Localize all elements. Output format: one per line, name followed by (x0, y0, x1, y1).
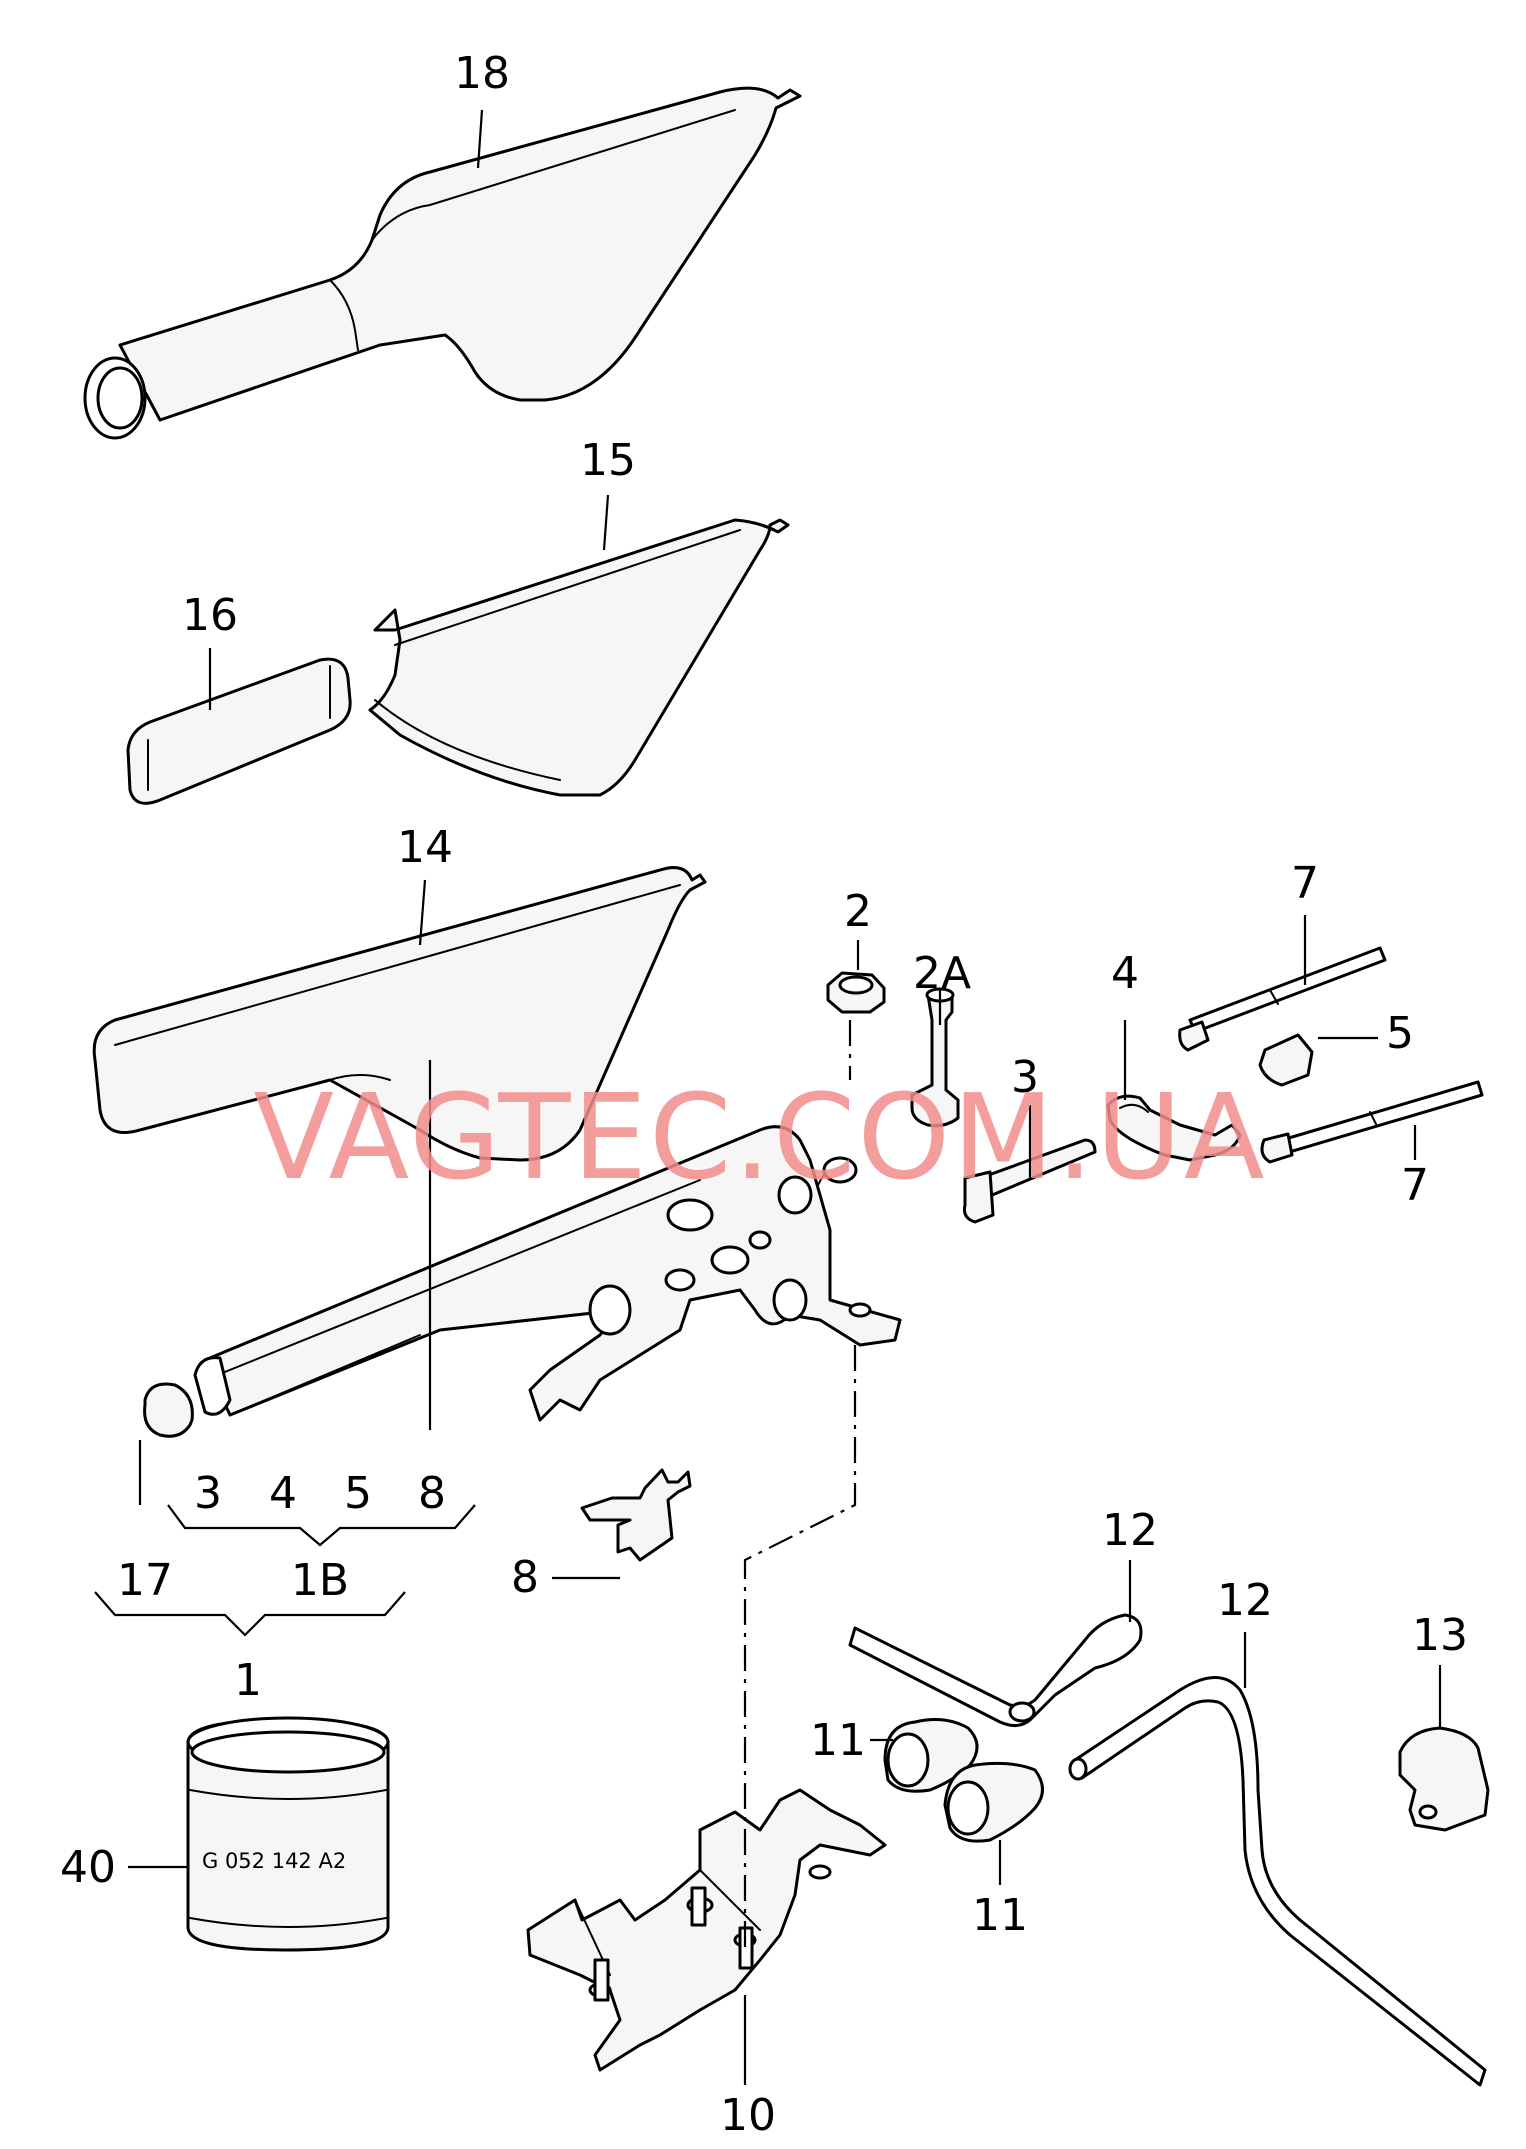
part-7-cable-lower (1260, 1080, 1484, 1164)
callout-18: 18 (454, 48, 510, 99)
part-3-pin (963, 1138, 1097, 1224)
part-18-handle-cover (83, 86, 802, 440)
part-4-equaliser (1106, 1094, 1242, 1162)
part-40-canister (186, 1716, 390, 1952)
callout-labels: 18 15 16 14 2 2A 4 7 5 3 7 3 4 5 8 17 1B… (60, 48, 1468, 2141)
callout-7-lower: 7 (1401, 1160, 1429, 1211)
part-7-cable-upper (1178, 946, 1387, 1052)
part-15-trim-cover (368, 518, 790, 797)
callout-2: 2 (844, 886, 872, 937)
part-8-lever-assembly (193, 1125, 902, 1422)
assembly-centreline (743, 1020, 857, 1950)
callout-4: 4 (1111, 948, 1139, 999)
watermark-text: VAGTEC.COM.UA (253, 1068, 1266, 1206)
callout-11-upper: 11 (810, 1715, 866, 1766)
callout-group-5: 5 (344, 1468, 372, 1519)
canister-stamp-text: G 052 142 A2 (202, 1849, 346, 1873)
callout-group-8: 8 (418, 1468, 446, 1519)
callout-8-clip: 8 (511, 1552, 539, 1603)
callout-14: 14 (397, 822, 453, 873)
part-17-end-cap (143, 1382, 194, 1438)
callout-12-left: 12 (1102, 1505, 1158, 1556)
part-11-grommet-upper (883, 1718, 979, 1793)
part-8-clip (580, 1468, 692, 1562)
callout-group-4: 4 (269, 1468, 297, 1519)
leader-lines (94, 109, 1442, 2085)
callout-40: 40 (60, 1842, 116, 1893)
callout-1b: 1B (291, 1555, 349, 1606)
callout-3: 3 (1011, 1052, 1039, 1103)
part-14-lever-cover (92, 866, 707, 1162)
part-10-bracket (526, 1788, 887, 2072)
part-2-nut (826, 971, 886, 1014)
callout-11-lower: 11 (972, 1890, 1028, 1941)
part-16-grip-insert (126, 657, 352, 805)
callout-2a: 2A (913, 948, 971, 999)
part-12-pipe-left (848, 1613, 1143, 1727)
callout-group-3: 3 (194, 1468, 222, 1519)
callout-16: 16 (182, 590, 238, 641)
part-11-grommet-lower (943, 1761, 1044, 1843)
callout-10: 10 (720, 2090, 776, 2141)
part-12-pipe-right (1068, 1676, 1487, 2087)
callout-15: 15 (580, 435, 636, 486)
callout-7-upper: 7 (1291, 858, 1319, 909)
part-5-cable-nut (1258, 1033, 1314, 1087)
callout-17: 17 (117, 1555, 173, 1606)
callout-13: 13 (1412, 1610, 1468, 1661)
part-13-pipe-clip (1398, 1726, 1490, 1832)
callout-5: 5 (1386, 1008, 1414, 1059)
callout-1: 1 (234, 1655, 262, 1706)
callout-12-right: 12 (1217, 1575, 1273, 1626)
